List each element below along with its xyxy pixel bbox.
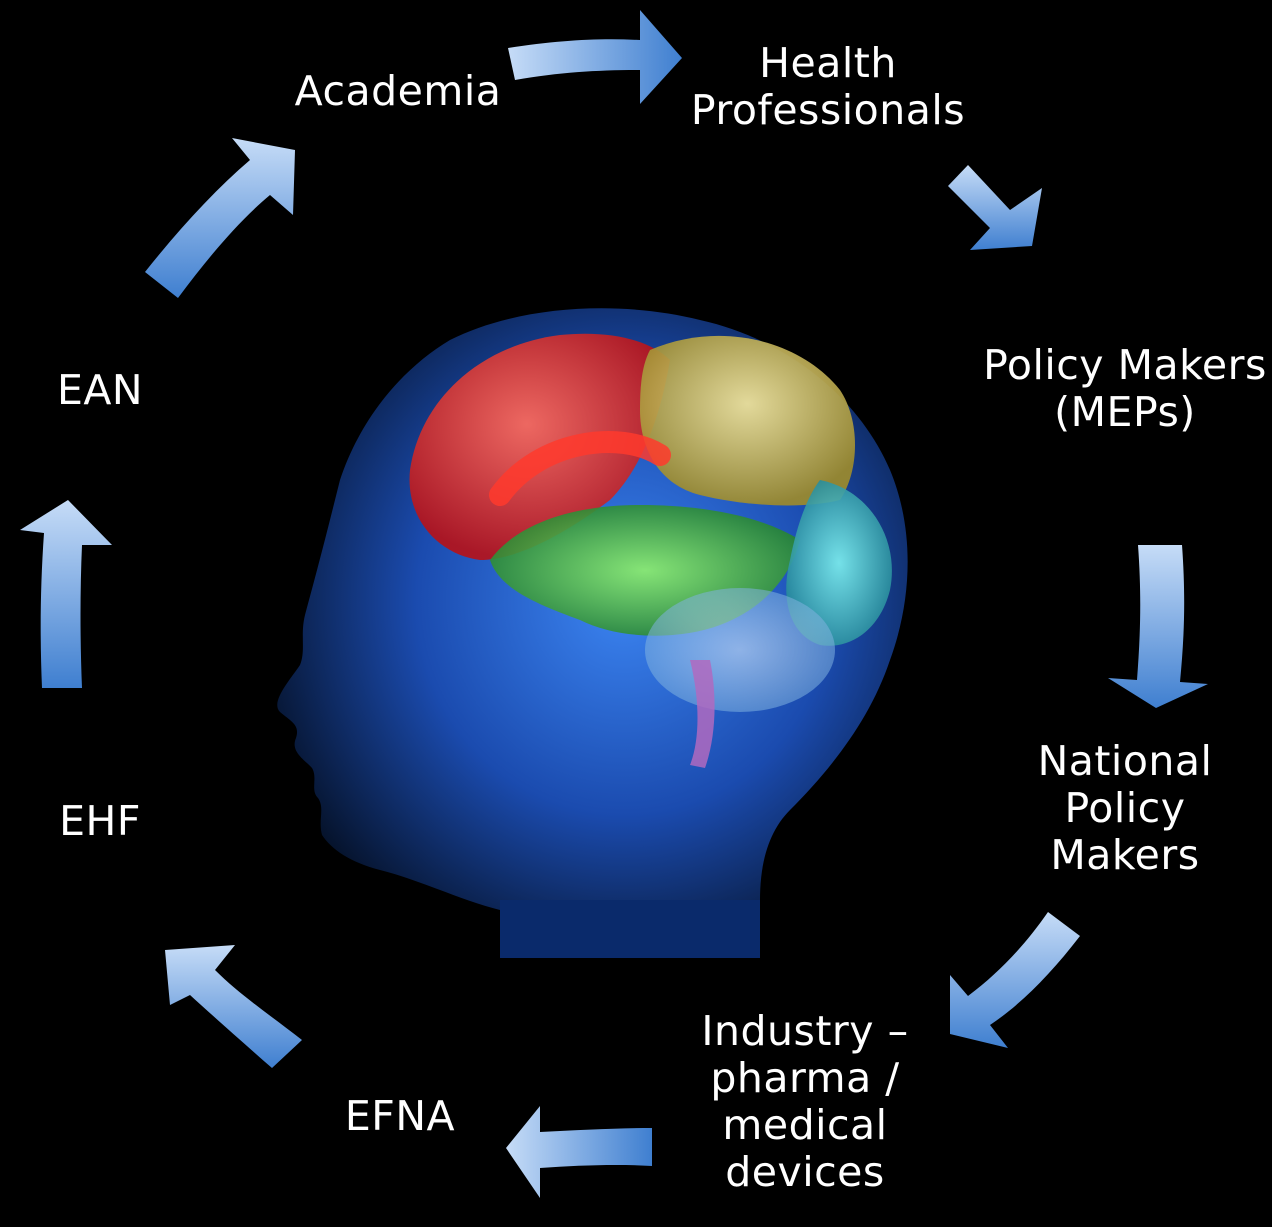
brain-illustration	[409, 333, 892, 768]
node-industry: Industry – pharma / medical devices	[701, 1007, 909, 1196]
node-national-policy-makers: National Policy Makers	[1037, 737, 1213, 879]
arrow-health-to-policy	[948, 165, 1042, 250]
arrow-academia-to-health	[508, 10, 682, 104]
node-efna: EFNA	[344, 1092, 456, 1140]
node-health-professionals: Health Professionals	[690, 39, 966, 134]
brain-cerebellum	[645, 588, 835, 712]
cycle-arrows	[20, 10, 1208, 1198]
arrow-policy-to-national	[1108, 545, 1208, 708]
brain-red-arc	[489, 431, 671, 506]
arrow-national-to-industry	[950, 912, 1080, 1048]
arrow-ean-to-academia	[145, 138, 295, 298]
arrow-industry-to-efna	[506, 1106, 652, 1198]
arrow-efna-to-ehf	[165, 945, 302, 1068]
node-academia: Academia	[294, 67, 502, 115]
brain-occipital-cyan	[786, 480, 892, 646]
brain-frontal-red	[409, 333, 670, 560]
node-ean: EAN	[56, 366, 144, 414]
brain-parietal-yellow	[640, 335, 855, 506]
node-policy-makers-meps: Policy Makers (MEPs)	[983, 341, 1267, 436]
brain-stem	[690, 660, 715, 768]
arrow-ehf-to-ean	[20, 500, 112, 688]
neck	[500, 900, 760, 958]
node-ehf: EHF	[59, 797, 141, 845]
